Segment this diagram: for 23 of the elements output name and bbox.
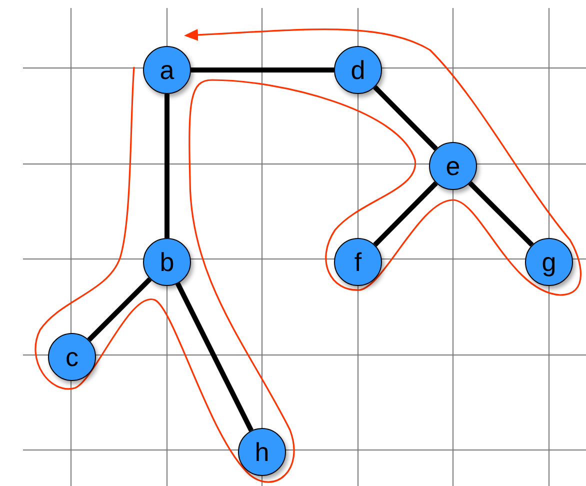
tree-node [238, 428, 286, 476]
tree-node [334, 46, 382, 94]
tree-node [429, 142, 477, 190]
tree-edge [191, 68, 334, 72]
tree-edge [87, 277, 152, 342]
tree-node [525, 238, 573, 286]
tree-node [143, 238, 191, 286]
tree-edge [373, 85, 438, 151]
tree-edge [176, 282, 254, 432]
tree-edge [164, 94, 170, 238]
tree-node [334, 238, 382, 286]
tree-edge [373, 181, 438, 247]
node-label: e [446, 153, 460, 179]
node-label: a [160, 57, 174, 83]
node-label: h [254, 439, 270, 465]
tree-edge [468, 181, 534, 247]
tree-node [48, 333, 96, 381]
node-label: b [160, 249, 174, 275]
tree-node [143, 46, 191, 94]
node-label: f [354, 249, 362, 275]
node-label: g [542, 249, 556, 275]
node-label: d [350, 57, 366, 83]
node-label: c [66, 344, 78, 370]
